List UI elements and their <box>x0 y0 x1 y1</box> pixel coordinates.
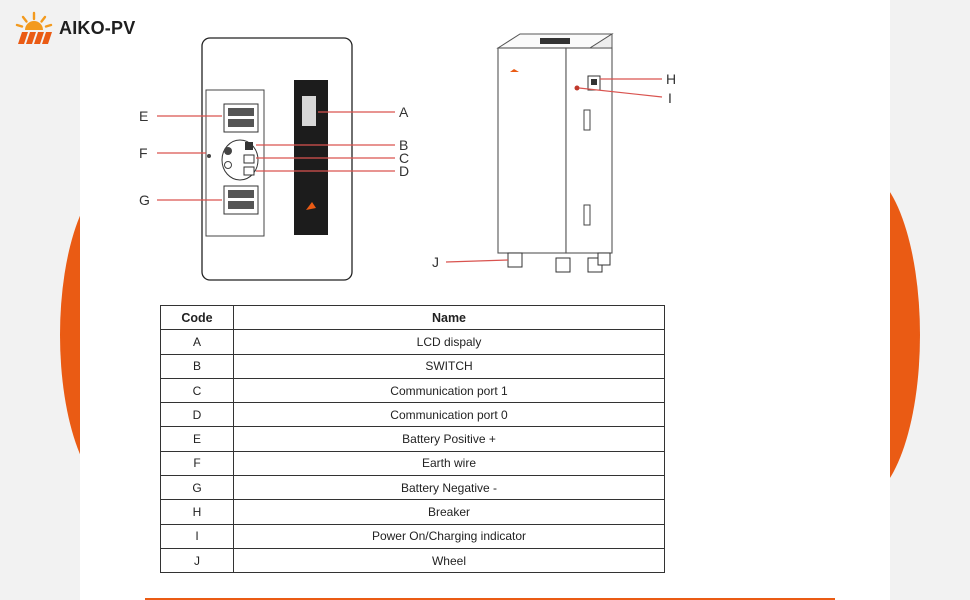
cell-name: Battery Positive + <box>233 426 665 452</box>
callout-h: H <box>666 71 676 87</box>
positive-terminal <box>223 103 259 133</box>
wheels <box>507 252 611 273</box>
callout-e: E <box>139 108 148 124</box>
cell-name: LCD dispaly <box>233 329 665 355</box>
callout-f: F <box>139 145 148 161</box>
brand-name: AIKO-PV <box>59 17 136 38</box>
header-name: Name <box>233 304 665 331</box>
cell-code: J <box>160 547 234 574</box>
cell-name: Communication port 1 <box>233 377 665 404</box>
sun-panel-logo-icon <box>15 11 53 44</box>
cell-name: Breaker <box>233 499 665 525</box>
cell-code: A <box>160 329 234 355</box>
cell-name: Communication port 0 <box>233 402 665 428</box>
cell-name: SWITCH <box>233 353 665 379</box>
cell-code: H <box>160 499 234 525</box>
table-header-row: Code Name <box>160 304 665 331</box>
front-panel <box>201 37 353 281</box>
callout-i: I <box>668 90 672 106</box>
accent-underline <box>145 598 835 600</box>
callout-a: A <box>399 104 409 120</box>
cell-name: Power On/Charging indicator <box>233 523 665 549</box>
callout-b: B <box>399 137 408 153</box>
leader-lines <box>157 78 663 263</box>
cell-name: Battery Negative - <box>233 475 665 501</box>
brand-logo: AIKO-PV <box>14 10 135 46</box>
cell-code: C <box>160 377 234 404</box>
cell-code: I <box>160 523 234 549</box>
callout-j: J <box>432 254 439 270</box>
cell-code: B <box>160 353 234 379</box>
cell-code: D <box>160 402 234 428</box>
cell-name: Earth wire <box>233 450 665 477</box>
callout-g: G <box>139 192 150 208</box>
cell-code: G <box>160 475 234 501</box>
header-code: Code <box>160 304 234 331</box>
callout-d: D <box>399 163 409 179</box>
negative-terminal <box>223 185 259 215</box>
cell-code: E <box>160 426 234 452</box>
cell-code: F <box>160 450 234 477</box>
port-0-shape <box>243 166 255 176</box>
battery-cabinet <box>496 33 614 273</box>
battery-diagram: E F G A B C D H I J <box>139 33 676 281</box>
port-1-shape <box>243 154 255 164</box>
cell-name: Wheel <box>233 547 665 574</box>
callout-c: C <box>399 150 409 166</box>
switch-shape <box>245 142 253 150</box>
